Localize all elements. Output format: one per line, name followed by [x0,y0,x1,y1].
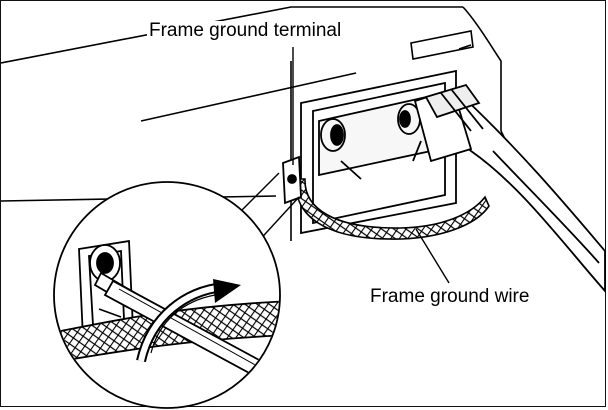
machine-body [1,6,522,241]
detail-magnifier [53,181,281,409]
frame-ground-terminal-label: Frame ground terminal [147,20,344,41]
frame-ground-wire-label: Frame ground wire [370,286,530,307]
cable [413,83,606,294]
ground-wire-braid [295,178,490,240]
frame-ground-terminal [282,155,302,205]
